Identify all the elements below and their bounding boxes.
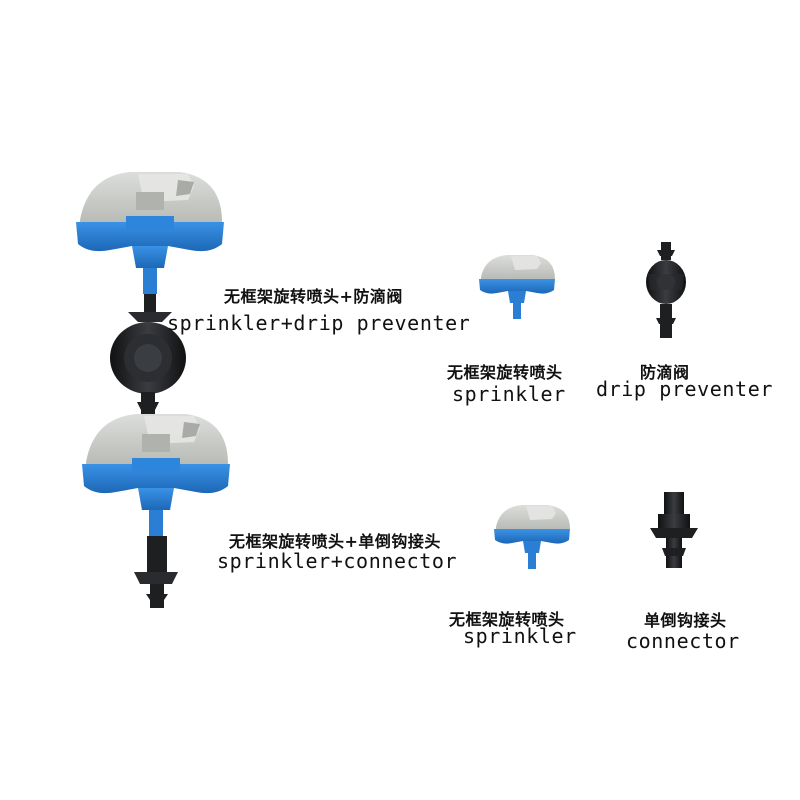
assembly-2-en-label: sprinkler+connector (217, 549, 458, 573)
component-drip-preventer-en-label: drip preventer (596, 377, 773, 401)
component-drip-preventer-cn-label: 防滴阀 (640, 363, 690, 382)
assembly-2-cn-label: 无框架旋转喷头+单倒钩接头 (229, 532, 441, 551)
drip-preventer-component (646, 242, 686, 338)
component-sprinkler-2-en-label: sprinkler (463, 624, 577, 648)
component-connector-cn-label: 单倒钩接头 (644, 611, 727, 630)
component-sprinkler-2-cn-label: 无框架旋转喷头 (449, 610, 565, 629)
sprinkler-drip-preventer-assembly (76, 172, 224, 416)
component-sprinkler-1-en-label: sprinkler (452, 382, 566, 406)
sprinkler-component-1 (479, 255, 555, 319)
component-connector-en-label: connector (626, 629, 740, 653)
sprinkler-component-2 (494, 505, 570, 569)
assembly-1-en-label: sprinkler+drip preventer (167, 311, 471, 335)
assembly-1-cn-label: 无框架旋转喷头+防滴阀 (224, 287, 403, 306)
connector-component (650, 492, 698, 568)
sprinkler-connector-assembly (82, 414, 230, 608)
component-sprinkler-1-cn-label: 无框架旋转喷头 (447, 363, 563, 382)
